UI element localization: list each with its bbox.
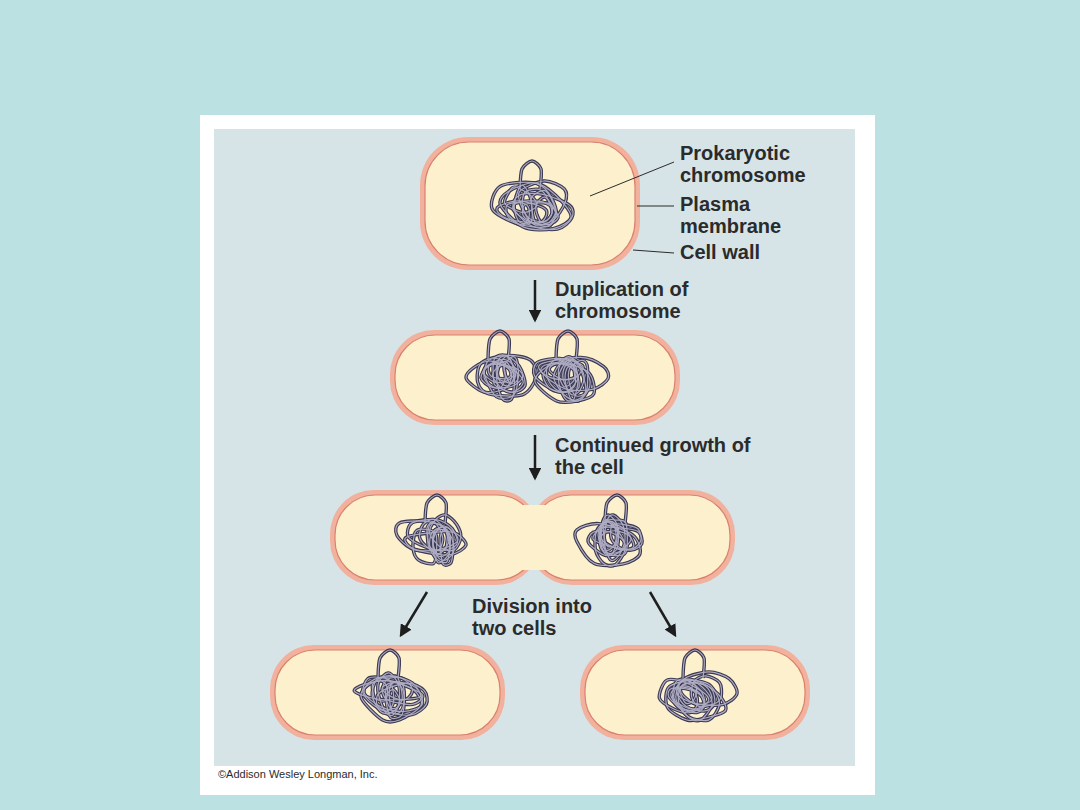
plasma-membrane <box>275 650 500 735</box>
dna-strand-highlight <box>425 495 446 523</box>
prokaryotic-chromosome <box>659 650 737 721</box>
dna-strand-highlight <box>547 363 580 392</box>
step-arrow <box>534 435 537 478</box>
plasma-membrane <box>585 650 805 735</box>
dna-strand-highlight <box>668 688 704 711</box>
figure-panel <box>214 129 855 766</box>
dna-strand-highlight <box>559 359 586 401</box>
step-arrow <box>534 280 537 320</box>
cell-1 <box>420 137 640 270</box>
plasma-membrane <box>335 495 537 580</box>
step-arrow <box>401 592 427 635</box>
dna-strand-highlight <box>659 679 709 712</box>
dna-strand-highlight <box>575 524 641 566</box>
dna-strand-highlight <box>520 161 541 189</box>
copyright-note: ©Addison Wesley Longman, Inc. <box>218 769 518 781</box>
dna-strand-highlight <box>378 650 399 678</box>
dna-strand-highlight <box>488 331 509 359</box>
dna-strand-highlight <box>676 679 720 721</box>
cell-wall <box>330 490 540 585</box>
step-label: Duplication of chromosome <box>555 279 720 322</box>
dna-strand-highlight <box>595 522 625 566</box>
plasma-membrane <box>395 335 675 420</box>
prokaryotic-chromosome <box>466 331 536 401</box>
dna-strand-highlight <box>518 181 566 225</box>
dna-strand-highlight <box>440 527 453 565</box>
prokaryotic-chromosome <box>354 650 427 722</box>
cell-wall <box>420 137 640 270</box>
dna-strand-highlight <box>534 358 576 392</box>
cell-2 <box>390 330 680 425</box>
leader-line <box>637 206 674 207</box>
cell-wall <box>580 645 810 740</box>
cell-wall <box>390 330 680 425</box>
leader-line <box>633 250 674 253</box>
dna-strand-highlight <box>601 519 627 555</box>
dna-strand-highlight <box>497 356 515 386</box>
part-label: Prokaryotic chromosome <box>680 143 830 186</box>
dna-strand-highlight <box>683 650 704 678</box>
dna-strand-highlight <box>413 529 437 564</box>
figure-frame <box>200 115 875 795</box>
dna-strand <box>518 181 566 225</box>
plasma-membrane <box>531 495 730 580</box>
leader-line <box>590 162 674 196</box>
dna-strand <box>378 650 399 678</box>
dna-strand-highlight <box>605 495 626 523</box>
dna-strand <box>556 331 577 359</box>
step-arrow <box>650 592 675 635</box>
dna-strand <box>683 650 704 678</box>
dna-strand-highlight <box>601 531 634 550</box>
prokaryotic-chromosome <box>396 495 466 565</box>
dna-strand-highlight <box>565 365 578 401</box>
part-label: Plasma membrane <box>680 194 830 237</box>
daughter-cell-left <box>270 645 505 740</box>
dna-strand-highlight <box>556 331 577 359</box>
dna-strand-highlight <box>554 357 590 402</box>
cell-wall <box>528 490 735 585</box>
dna-strand <box>488 331 509 359</box>
prokaryotic-chromosome <box>534 331 609 403</box>
dna-strand-highlight <box>666 681 726 721</box>
part-label: Cell wall <box>680 242 830 264</box>
step-label: Continued growth of the cell <box>555 435 773 478</box>
daughter-cell-right <box>580 645 810 740</box>
dna-strand-highlight <box>419 519 449 553</box>
dna-strand-highlight <box>382 683 423 705</box>
cell-wall <box>270 645 505 740</box>
plasma-membrane <box>425 142 635 265</box>
prokaryotic-chromosome <box>491 161 573 230</box>
dna-strand <box>425 495 446 523</box>
cell-3-dividing <box>330 490 735 585</box>
step-label: Division into two cells <box>472 596 622 639</box>
dna-strand-highlight <box>536 197 556 223</box>
cytoplasm-join <box>520 505 546 570</box>
prokaryotic-chromosome <box>575 495 642 566</box>
